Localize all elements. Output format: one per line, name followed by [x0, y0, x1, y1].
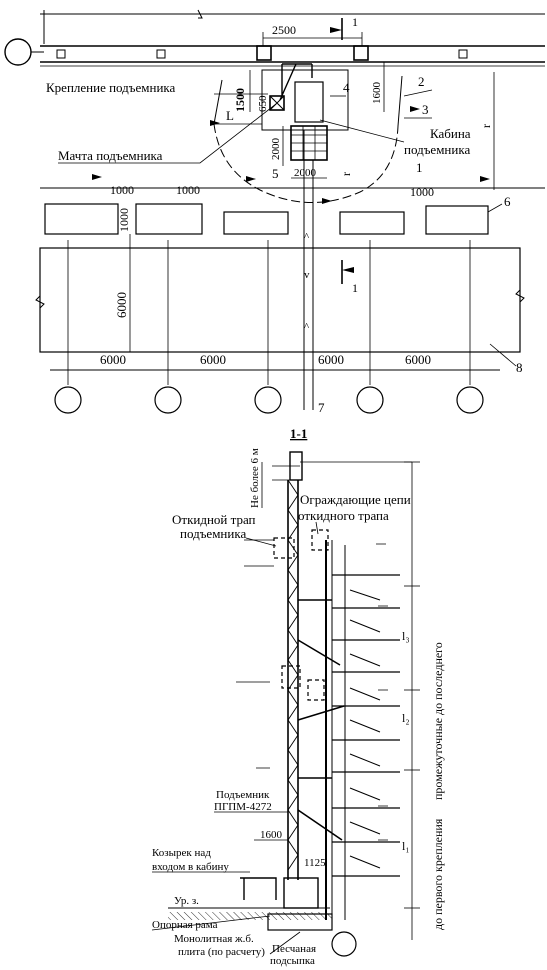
dim-1000-b: 1000: [176, 183, 200, 197]
span-3: 6000: [318, 352, 344, 367]
axis-bubble-5: [456, 386, 484, 414]
label-chains-2: откидного трапа: [298, 508, 389, 523]
label-first-fixing: до первого крепления: [431, 818, 445, 930]
dim-1125-s: 1125: [304, 857, 326, 869]
label-ladder-2: подъемника: [180, 526, 246, 541]
label-hoist-fixing: Крепление подъемника: [46, 80, 176, 95]
section-title: 1-1: [290, 426, 307, 441]
dim-2000-w: 2000: [294, 167, 317, 179]
dim-6000-v: 6000: [114, 292, 129, 318]
svg-text:^: ^: [304, 321, 310, 333]
dim-1500: 1500: [233, 88, 247, 112]
dim-l1: l₁: [402, 839, 410, 853]
letter-r-2: r: [339, 172, 353, 176]
label-intermediate: промежуточные до последнего: [431, 642, 445, 800]
dim-l3: l₃: [402, 629, 410, 643]
floor-slabs: [332, 574, 400, 877]
label-hoist-2: ПГПМ-4272: [214, 801, 272, 813]
section-view: 1-1: [151, 426, 445, 967]
label-hoist-1: Подъемник: [216, 789, 270, 801]
label-chains-1: Ограждающие цепи: [300, 492, 411, 507]
axis-bubble-1: [54, 386, 82, 414]
label-ladder-1: Откидной трап: [172, 512, 256, 527]
span-2: 6000: [200, 352, 226, 367]
wind-flags: [92, 106, 490, 204]
label-sand-2: подсыпка: [270, 955, 315, 967]
span-1: 6000: [100, 352, 126, 367]
axis-bubble-3: [254, 386, 282, 414]
svg-text:^: ^: [304, 231, 310, 243]
svg-text:v: v: [304, 269, 310, 281]
label-slab-1: Монолитная ж.б.: [174, 933, 254, 945]
callout-7: 7: [318, 400, 325, 415]
dim-1600-s: 1600: [260, 829, 283, 841]
axis-ticks: [67, 240, 471, 385]
letter-L: L: [226, 108, 234, 123]
axis-bubble-4: [356, 386, 384, 414]
span-4: 6000: [405, 352, 431, 367]
callout-2: 2: [418, 74, 425, 89]
label-mast: Мачта подъемника: [58, 148, 163, 163]
callout-6: 6: [504, 194, 511, 209]
axis-bubble-2: [154, 386, 182, 414]
dim-1000-d: 1000: [117, 208, 131, 232]
label-sand-1: Песчаная: [272, 943, 316, 955]
dim-650: 650: [257, 95, 269, 112]
callout-1-plan: 1: [416, 160, 423, 175]
callout-3: 3: [422, 102, 429, 117]
callout-4: 4: [343, 80, 350, 95]
dim-2000-h: 2000: [270, 138, 282, 161]
axis-bubble-top: [4, 38, 32, 66]
section-mark-top: 1: [352, 15, 358, 29]
label-cabin-1: Кабина: [430, 126, 471, 141]
dim-l2: l₂: [402, 711, 410, 725]
hoist-ties: [297, 599, 345, 841]
level-marks: [236, 539, 388, 841]
label-ground-level: Ур. з.: [174, 895, 199, 907]
dim-1000-a: 1000: [110, 183, 134, 197]
callout-5: 5: [272, 166, 279, 181]
dim-1000-c: 1000: [410, 185, 434, 199]
plan-view: 2500 1 1500 650 1600 L: [4, 9, 545, 415]
label-cabin-2: подъемника: [404, 142, 470, 157]
dim-2500: 2500: [272, 23, 296, 37]
label-max-6m: Не более 6 м: [249, 448, 261, 508]
axis-bubble-section: [331, 931, 357, 957]
section-mark-bottom: 1: [352, 281, 358, 295]
dim-1600: 1600: [371, 82, 383, 105]
letter-r-1: r: [479, 124, 493, 128]
label-canopy-1: Козырек над: [152, 847, 211, 859]
callout-8: 8: [516, 360, 523, 375]
label-canopy-2: входом в кабину: [152, 861, 229, 873]
label-slab-2: плита (по расчету): [178, 946, 265, 958]
